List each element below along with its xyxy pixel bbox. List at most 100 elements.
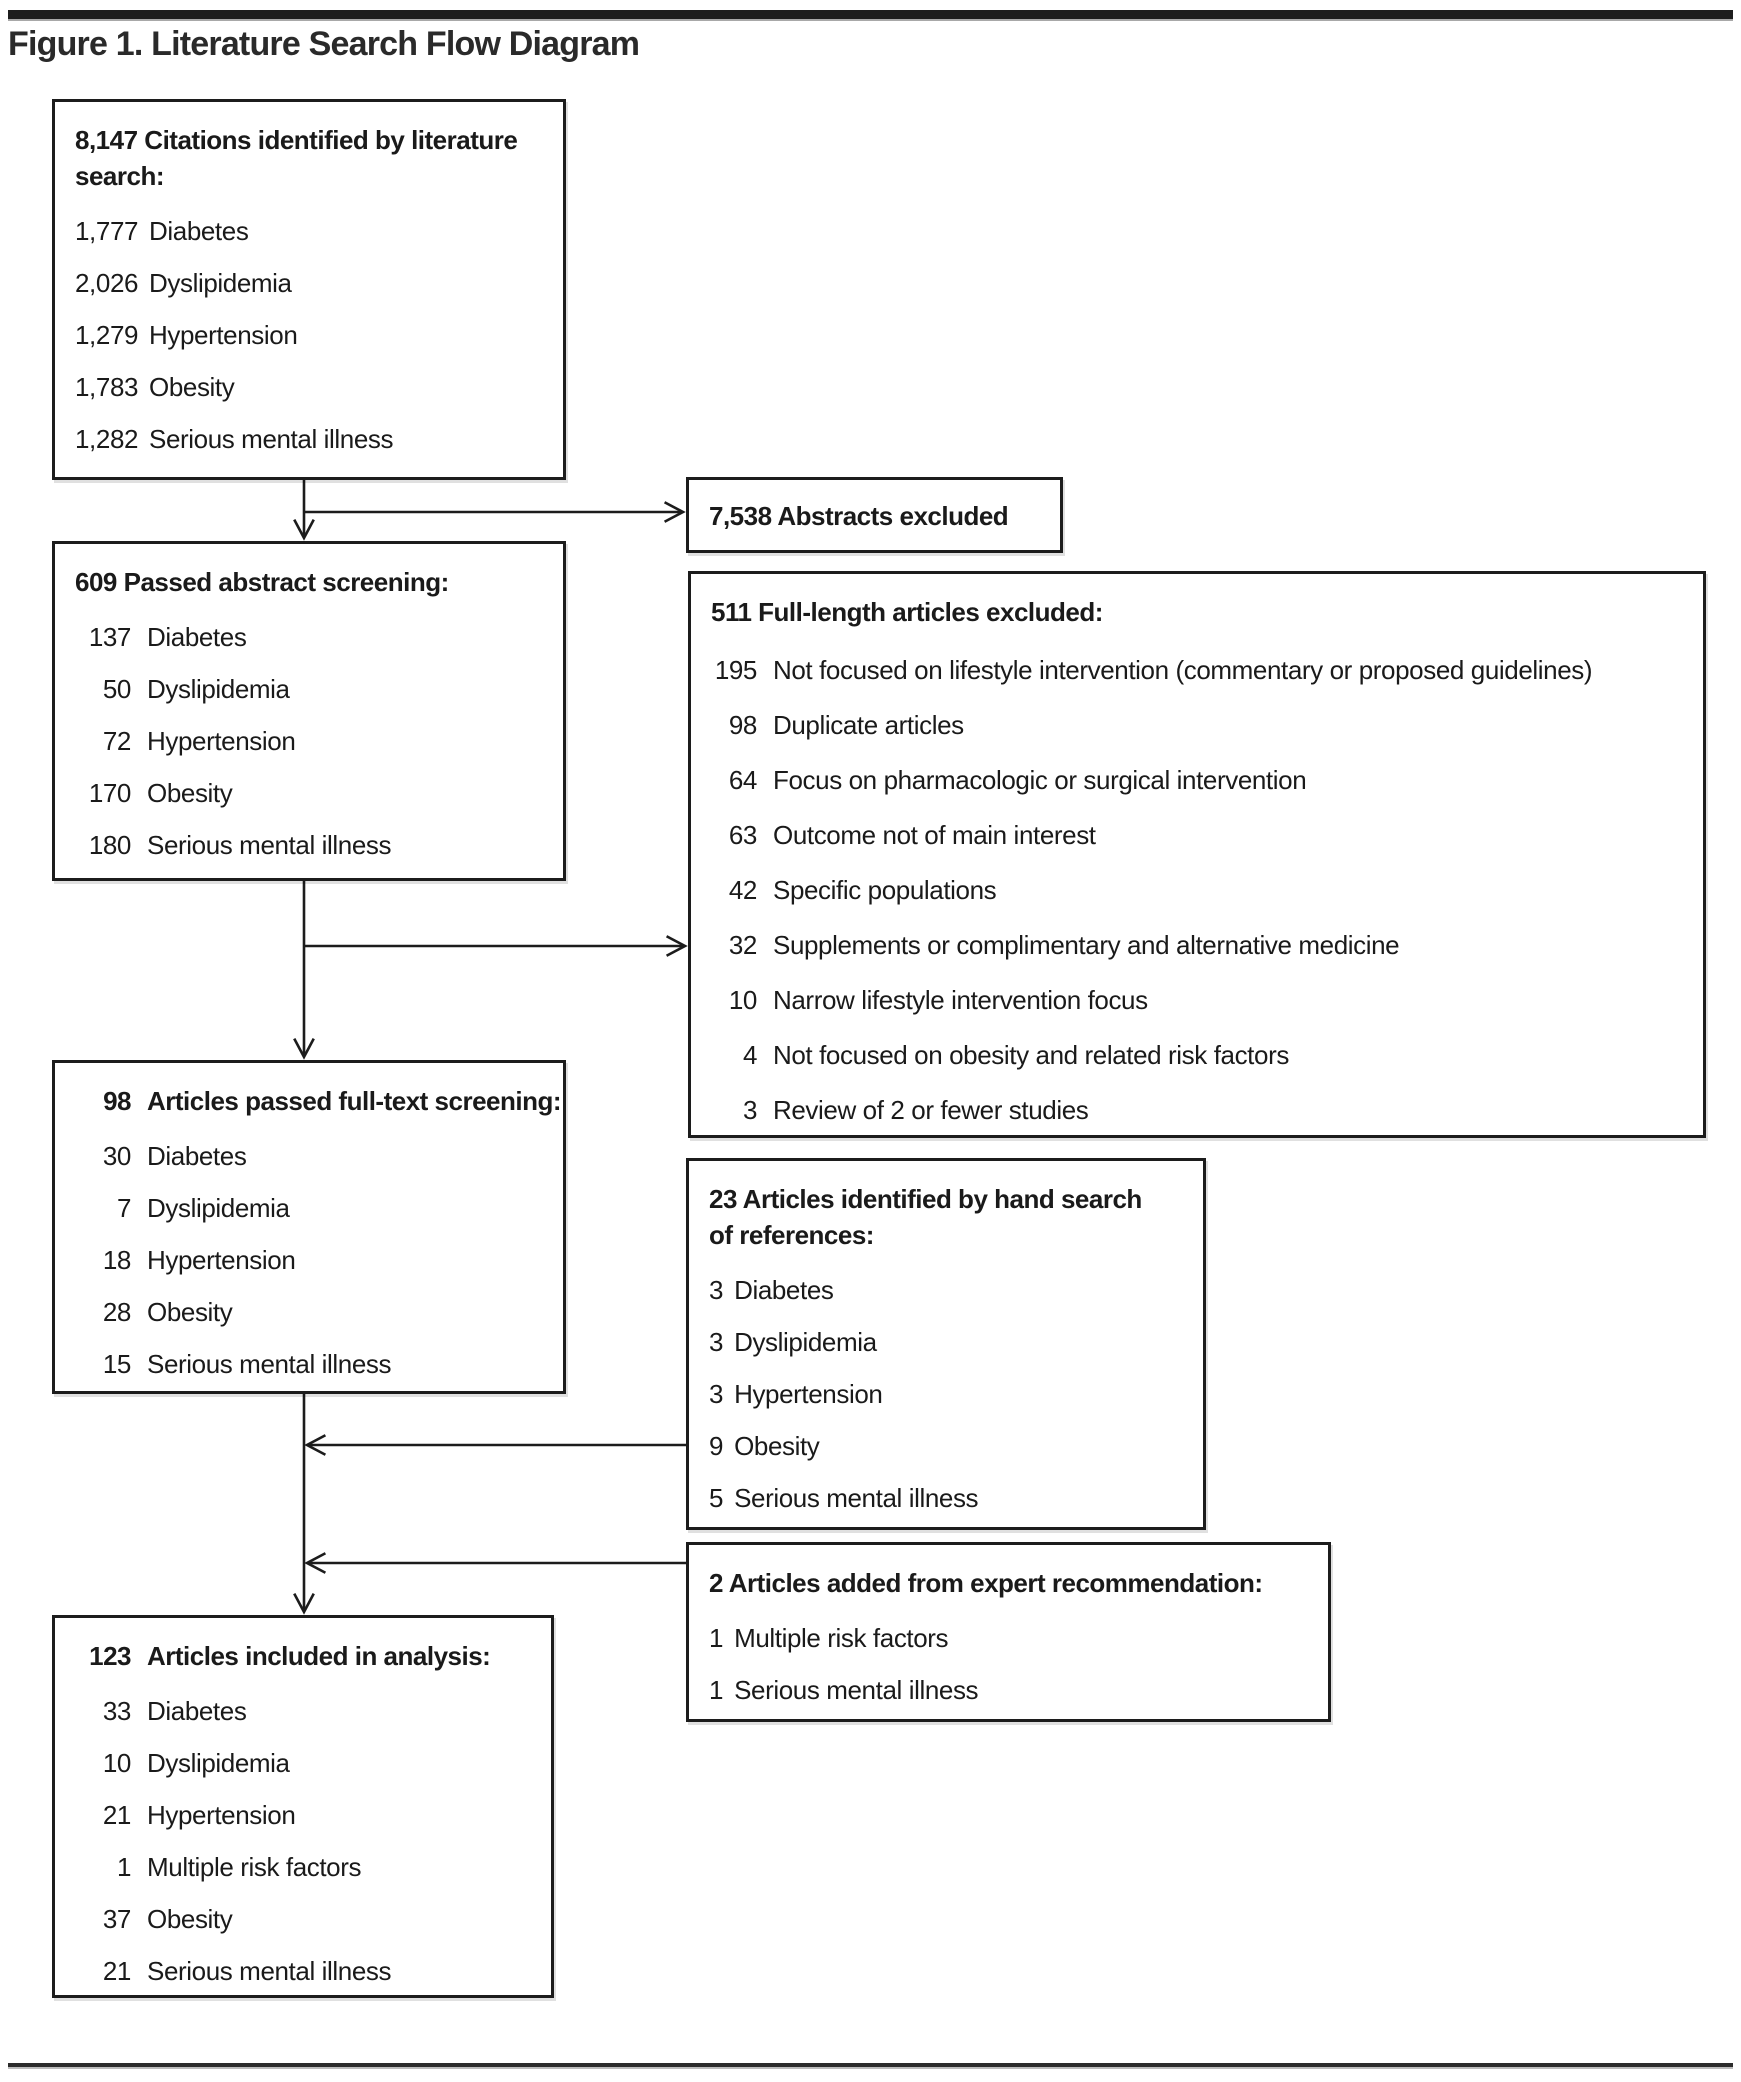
item-count: 10 (728, 985, 758, 1015)
count-item: 5 Serious mental illness (709, 1483, 1193, 1513)
box-header: 609 Passed abstract screening: (75, 567, 449, 597)
box-header: 7,538 Abstracts excluded (709, 501, 1009, 531)
count-item: 1 Multiple risk factors (709, 1623, 1318, 1653)
count-item: 42 Specific populations (711, 875, 1693, 905)
count-item: 64 Focus on pharmacologic or surgical in… (711, 765, 1693, 795)
box-expert-recommendation: 2 Articles added from expert recommendat… (686, 1542, 1331, 1722)
item-label: Specific populations (773, 875, 997, 905)
item-label: Hypertension (147, 726, 296, 756)
item-label: Diabetes (147, 622, 247, 652)
box-fulltext-screening: 98 Articles passed full-text screening: … (52, 1060, 566, 1394)
item-label: Diabetes (147, 1141, 247, 1171)
count-item: 1 Serious mental illness (709, 1675, 1318, 1705)
item-label: Multiple risk factors (147, 1852, 362, 1882)
item-label: Dyslipidemia (147, 1193, 290, 1223)
bottom-rule (8, 2063, 1733, 2067)
box-header: 8,147 Citations identified by literature… (75, 125, 518, 191)
item-count: 63 (728, 820, 758, 850)
count-item: 137 Diabetes (75, 622, 553, 652)
count-item: 1,777 Diabetes (75, 216, 553, 246)
count-item: 37 Obesity (75, 1904, 541, 1934)
count-item: 9 Obesity (709, 1431, 1193, 1461)
box-header: 98 Articles passed full-text screening: (75, 1083, 561, 1119)
item-count: 1 (116, 1852, 131, 1882)
header-label: Articles passed full-text screening: (147, 1086, 562, 1116)
item-label: Outcome not of main interest (773, 820, 1096, 850)
item-count: 1 (709, 1623, 724, 1653)
item-count: 42 (728, 875, 758, 905)
item-label: Obesity (147, 1297, 233, 1327)
item-count: 72 (102, 726, 132, 756)
count-item: 1 Multiple risk factors (75, 1852, 541, 1882)
count-item: 50 Dyslipidemia (75, 674, 553, 704)
item-count: 98 (728, 710, 758, 740)
top-rule-shadow (8, 19, 1733, 21)
count-item: 170 Obesity (75, 778, 553, 808)
item-count: 7 (116, 1193, 131, 1223)
count-item: 21 Serious mental illness (75, 1956, 541, 1986)
item-count: 33 (102, 1696, 132, 1726)
item-label: Obesity (734, 1431, 820, 1461)
item-label: Not focused on obesity and related risk … (773, 1040, 1289, 1070)
item-count: 5 (709, 1483, 724, 1513)
item-label: Not focused on lifestyle intervention (c… (773, 655, 1593, 685)
count-item: 3 Hypertension (709, 1379, 1193, 1409)
count-item: 1,783 Obesity (75, 372, 553, 402)
count-item: 1,282 Serious mental illness (75, 424, 553, 454)
item-label: Hypertension (734, 1379, 883, 1409)
header-count: 123 (89, 1641, 131, 1671)
item-count: 1 (709, 1675, 724, 1705)
item-count: 1,282 (75, 424, 139, 454)
item-label: Dyslipidemia (147, 674, 290, 704)
item-count: 9 (709, 1431, 724, 1461)
box-header: 511 Full-length articles excluded: (711, 597, 1103, 627)
item-label: Dyslipidemia (734, 1327, 877, 1357)
item-label: Dyslipidemia (147, 1748, 290, 1778)
box-abstract-screening: 609 Passed abstract screening: 137 Diabe… (52, 541, 566, 881)
count-item: 63 Outcome not of main interest (711, 820, 1693, 850)
count-item: 21 Hypertension (75, 1800, 541, 1830)
item-count: 1,777 (75, 216, 139, 246)
count-item: 28 Obesity (75, 1297, 553, 1327)
count-item: 1,279 Hypertension (75, 320, 553, 350)
item-count: 50 (102, 674, 132, 704)
count-item: 195 Not focused on lifestyle interventio… (711, 655, 1693, 685)
item-label: Hypertension (147, 1800, 296, 1830)
item-label: Serious mental illness (147, 1956, 392, 1986)
item-count: 28 (102, 1297, 132, 1327)
item-label: Narrow lifestyle intervention focus (773, 985, 1148, 1015)
item-count: 64 (728, 765, 758, 795)
item-count: 3 (709, 1379, 724, 1409)
item-count: 15 (102, 1349, 132, 1379)
item-label: Hypertension (147, 1245, 296, 1275)
item-count: 30 (102, 1141, 132, 1171)
item-label: Obesity (147, 778, 233, 808)
count-item: 180 Serious mental illness (75, 830, 553, 860)
item-count: 170 (88, 778, 132, 808)
count-item: 30 Diabetes (75, 1141, 553, 1171)
item-count: 32 (728, 930, 758, 960)
item-count: 195 (714, 655, 758, 685)
box-abstracts-excluded: 7,538 Abstracts excluded (686, 477, 1063, 553)
item-label: Diabetes (734, 1275, 834, 1305)
item-label: Multiple risk factors (734, 1623, 949, 1653)
count-item: 3 Diabetes (709, 1275, 1193, 1305)
box-included-in-analysis: 123 Articles included in analysis: 33 Di… (52, 1615, 554, 1998)
count-item: 2,026 Dyslipidemia (75, 268, 553, 298)
item-count: 37 (102, 1904, 132, 1934)
item-label: Focus on pharmacologic or surgical inter… (773, 765, 1307, 795)
box-hand-search: 23 Articles identified by hand search of… (686, 1158, 1206, 1530)
box-header: 123 Articles included in analysis: (75, 1638, 541, 1674)
item-count: 2,026 (75, 268, 139, 298)
count-item: 3 Dyslipidemia (709, 1327, 1193, 1357)
top-rule (8, 10, 1733, 19)
header-label: Articles included in analysis: (147, 1641, 491, 1671)
count-item: 15 Serious mental illness (75, 1349, 553, 1379)
count-item: 10 Dyslipidemia (75, 1748, 541, 1778)
count-item: 10 Narrow lifestyle intervention focus (711, 985, 1693, 1015)
item-label: Diabetes (147, 1696, 247, 1726)
item-count: 10 (102, 1748, 132, 1778)
item-count: 3 (742, 1095, 757, 1125)
count-item: 18 Hypertension (75, 1245, 553, 1275)
